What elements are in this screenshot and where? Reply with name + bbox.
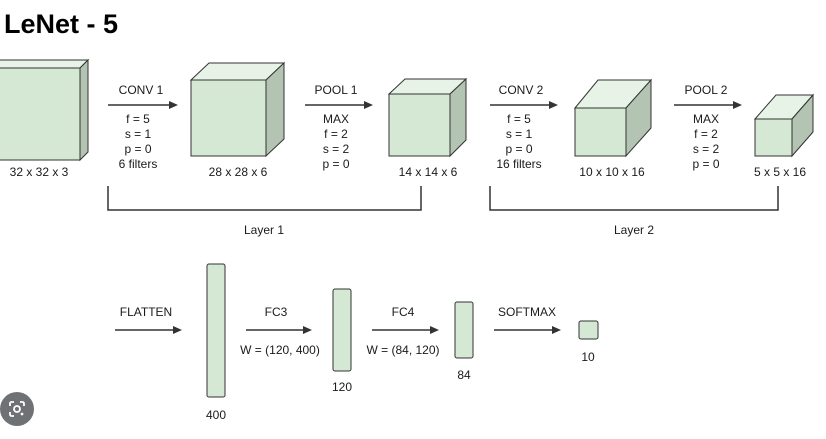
flatten-vector (206, 263, 226, 398)
pool2-param-type: MAX (693, 112, 719, 126)
conv2-param-p: p = 0 (505, 142, 532, 156)
conv1-param-f: f = 5 (126, 112, 150, 126)
layer2-label: Layer 2 (614, 223, 654, 237)
conv2-param-f: f = 5 (507, 112, 531, 126)
conv1-output-block (189, 61, 286, 158)
input-dims: 32 x 32 x 3 (10, 165, 69, 179)
conv1-label: CONV 1 (119, 83, 164, 97)
conv2-param-filters: 16 filters (496, 157, 541, 171)
fc4-arrow (372, 326, 439, 334)
output-size: 10 (581, 350, 595, 364)
fc4-weights: W = (84, 120) (366, 343, 439, 357)
softmax-arrow (494, 326, 561, 334)
conv2-arrow (490, 101, 558, 109)
pool2-arrow (674, 101, 742, 109)
pool1-param-s: s = 2 (323, 142, 350, 156)
pool1-arrow (305, 101, 373, 109)
pool1-param-type: MAX (323, 112, 349, 126)
conv1-arrow (108, 101, 178, 109)
fc4-label: FC4 (392, 305, 415, 319)
flatten-size: 400 (206, 408, 226, 422)
pool2-output-block (753, 93, 815, 158)
output-vector (578, 320, 599, 340)
layer1-bracket (107, 186, 422, 211)
pool2-param-p: p = 0 (692, 157, 719, 171)
pool1-param-f: f = 2 (324, 127, 348, 141)
conv1-param-p: p = 0 (124, 142, 151, 156)
diagram-title: LeNet - 5 (4, 9, 118, 39)
conv1-param-filters: 6 filters (119, 157, 158, 171)
pool1-param-p: p = 0 (322, 157, 349, 171)
input-block (0, 58, 90, 162)
conv2-output-block (573, 78, 653, 158)
pool2-param-s: s = 2 (693, 142, 720, 156)
layer2-bracket (489, 186, 779, 211)
conv2-label: CONV 2 (499, 83, 544, 97)
pool1-label: POOL 1 (315, 83, 358, 97)
fc3-arrow (246, 326, 312, 334)
flatten-label: FLATTEN (120, 305, 172, 319)
conv2-param-s: s = 1 (506, 127, 533, 141)
pool1-output-dims: 14 x 14 x 6 (399, 165, 458, 179)
fc3-vector (332, 288, 352, 372)
softmax-label: SOFTMAX (498, 305, 556, 319)
conv2-output-dims: 10 x 10 x 16 (579, 165, 645, 179)
pool2-output-dims: 5 x 5 x 16 (754, 165, 806, 179)
flatten-arrow (115, 326, 182, 334)
conv1-output-dims: 28 x 28 x 6 (209, 165, 268, 179)
fc4-size: 84 (457, 368, 471, 382)
fc3-size: 120 (332, 380, 352, 394)
fc3-label: FC3 (265, 305, 288, 319)
conv1-param-s: s = 1 (125, 127, 152, 141)
fc3-weights: W = (120, 400) (240, 343, 320, 357)
pool1-output-block (387, 77, 468, 158)
google-lens-icon[interactable] (0, 392, 34, 426)
fc4-vector (454, 301, 474, 359)
pool2-param-f: f = 2 (694, 127, 718, 141)
pool2-label: POOL 2 (685, 83, 728, 97)
layer1-label: Layer 1 (244, 223, 284, 237)
